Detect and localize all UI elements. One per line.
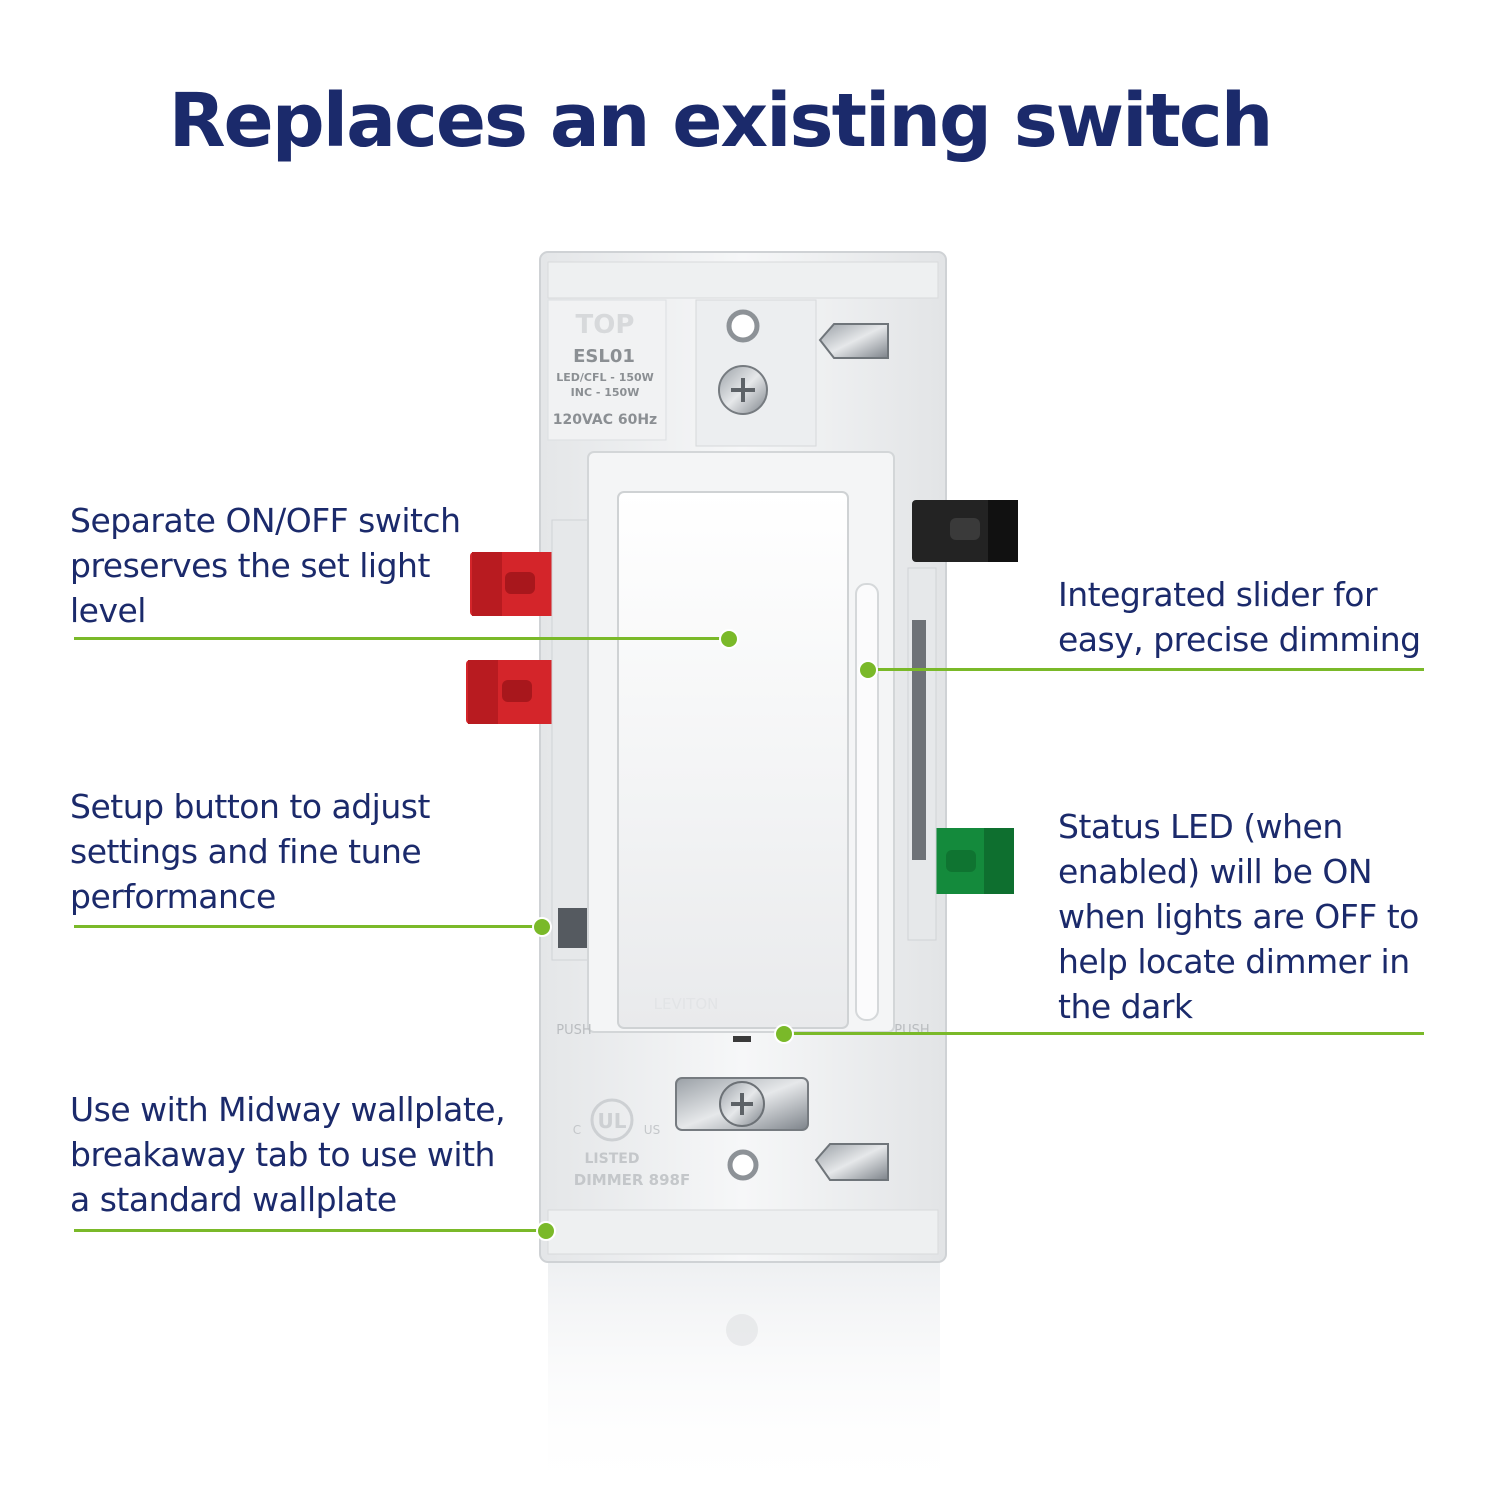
page-title: Replaces an existing switch [168, 78, 1274, 164]
callout-onoff-line-3: level [70, 591, 146, 630]
callout-slider-leader [868, 668, 1424, 671]
callout-wallplate-marker [536, 1221, 556, 1241]
callout-setup-leader [74, 925, 544, 928]
callout-wallplate-text: Use with Midway wallplate, breakaway tab… [70, 1087, 506, 1222]
line-terminal-bottom [466, 660, 574, 724]
callout-onoff-line-2: preserves the set light [70, 546, 430, 585]
callout-led-line-3: when lights are OFF to [1058, 897, 1419, 936]
slider-track-dark [912, 620, 926, 860]
ul-c: C [573, 1123, 581, 1137]
listed-label: LISTED [585, 1151, 640, 1167]
top-right-clip [818, 323, 889, 359]
callout-slider-line-2: easy, precise dimming [1058, 620, 1421, 659]
voltage-label: 120VAC 60Hz [553, 412, 657, 428]
callout-setup-line-3: performance [70, 877, 276, 916]
ul-us: US [644, 1123, 660, 1137]
callout-wallplate-leader [74, 1229, 548, 1232]
top-yoke [547, 261, 939, 299]
model-label: ESL01 [573, 346, 635, 367]
reflection [548, 1262, 940, 1500]
callout-led-text: Status LED (when enabled) will be ON whe… [1058, 804, 1419, 1029]
callout-slider-text: Integrated slider for easy, precise dimm… [1058, 572, 1421, 662]
neutral-terminal [912, 500, 1018, 562]
line-terminal-top [470, 552, 575, 616]
ground-terminal [912, 828, 1014, 894]
callout-led-line-1: Status LED (when [1058, 807, 1343, 846]
callout-setup-line-2: settings and fine tune [70, 832, 422, 871]
callout-onoff-marker [719, 629, 739, 649]
rocker-paddle [617, 491, 849, 1029]
bottom-yoke [547, 1209, 939, 1255]
rating-label-1: LED/CFL - 150W [556, 371, 654, 384]
callout-onoff-line-1: Separate ON/OFF switch [70, 501, 461, 540]
dimmer-code-label: DIMMER 898F [574, 1171, 690, 1189]
ul-logo [590, 1098, 634, 1142]
left-side-rail [551, 519, 593, 961]
callout-wallplate-line-1: Use with Midway wallplate, [70, 1090, 506, 1129]
reflection-screw [726, 1314, 758, 1346]
callout-led-leader [784, 1032, 1424, 1035]
callout-setup-line-1: Setup button to adjust [70, 787, 430, 826]
callout-wallplate-line-3: a standard wallplate [70, 1180, 397, 1219]
top-mount-hole [726, 309, 760, 343]
callout-led-line-2: enabled) will be ON [1058, 852, 1373, 891]
label-plate [547, 299, 667, 441]
callout-onoff-text: Separate ON/OFF switch preserves the set… [70, 498, 461, 633]
callout-slider-line-1: Integrated slider for [1058, 575, 1378, 614]
callout-setup-marker [532, 917, 552, 937]
dimming-slider [855, 583, 879, 1021]
callout-led-line-5: the dark [1058, 987, 1193, 1026]
callout-setup-text: Setup button to adjust settings and fine… [70, 784, 430, 919]
rating-label-2: INC - 150W [571, 386, 640, 399]
ul-mark: UL [598, 1109, 627, 1133]
bottom-mount-hole [727, 1149, 759, 1181]
status-led [733, 1036, 751, 1042]
top-label: TOP [576, 310, 635, 340]
callout-slider-marker [858, 660, 878, 680]
push-label-right: PUSH [894, 1023, 929, 1038]
setup-button [558, 908, 592, 948]
push-label-left: PUSH [556, 1023, 591, 1038]
callout-wallplate-line-2: breakaway tab to use with [70, 1135, 495, 1174]
bottom-right-clip [814, 1143, 889, 1181]
brand-label: LEVITON [654, 995, 719, 1013]
callout-onoff-leader [74, 637, 730, 640]
callout-led-marker [774, 1024, 794, 1044]
callout-led-line-4: help locate dimmer in [1058, 942, 1410, 981]
